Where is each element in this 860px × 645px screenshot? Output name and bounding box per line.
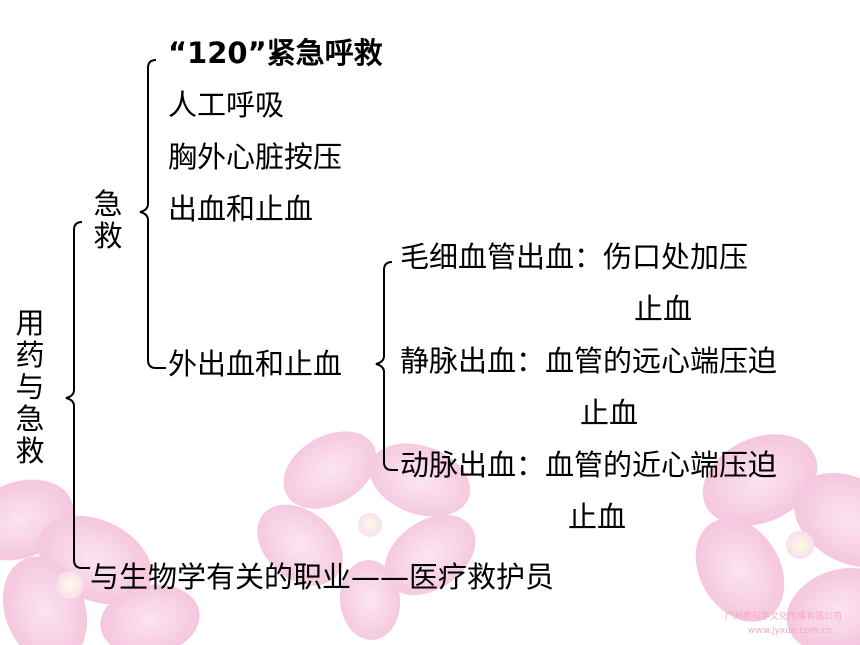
emergency-call-120: “120”紧急呼救	[168, 36, 383, 70]
flower-center	[257, 431, 476, 640]
venous-bleeding-cont: 止血	[580, 396, 639, 430]
flower-left	[0, 479, 200, 645]
arterial-bleeding-cont: 止血	[568, 500, 627, 534]
watermark-company: 广州教与学文化传播有限公司	[725, 612, 843, 622]
root-label: 用药与急救	[15, 306, 45, 468]
flower-right	[695, 434, 860, 645]
related-career: 与生物学有关的职业——医疗救护员	[90, 560, 555, 594]
bracket-root	[65, 221, 90, 569]
external-bleeding-label: 外出血和止血	[168, 347, 343, 381]
capillary-bleeding: 毛细血管出血：伤口处加压	[400, 240, 749, 274]
emergency-label: 急救	[93, 187, 123, 253]
bracket-emergency	[139, 59, 166, 369]
artificial-respiration: 人工呼吸	[168, 88, 285, 122]
bracket-bleeding	[375, 261, 398, 471]
capillary-bleeding-cont: 止血	[634, 292, 693, 326]
arterial-bleeding: 动脉出血：血管的近心端压迫	[400, 448, 778, 482]
bleeding-and-hemostasis: 出血和止血	[168, 192, 314, 226]
venous-bleeding: 静脉出血：血管的远心端压迫	[400, 344, 778, 378]
watermark-url: www.jyxue.com.cn	[748, 626, 833, 636]
chest-compression: 胸外心脏按压	[168, 140, 343, 174]
